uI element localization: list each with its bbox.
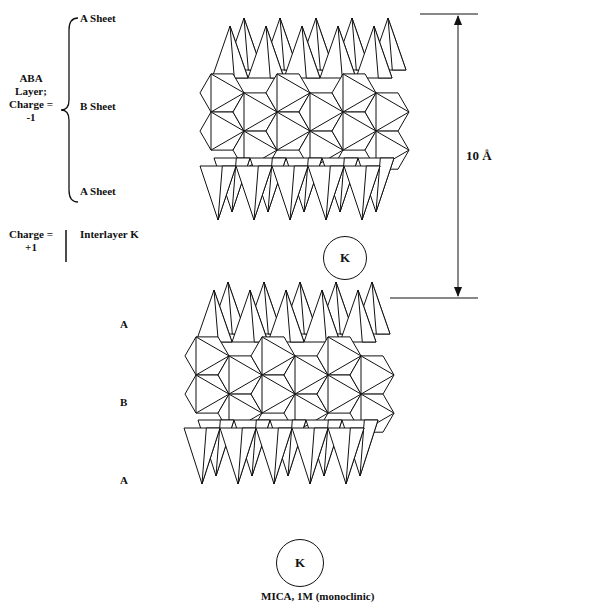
- potassium-ion: K: [323, 236, 367, 280]
- tetrahedron-face: [290, 166, 308, 220]
- tetrahedron-face: [238, 428, 256, 484]
- tetrahedron: [236, 166, 272, 220]
- tetrahedron: [184, 428, 220, 484]
- structure-label: ABA Layer; Charge = -1: [8, 72, 54, 124]
- tetrahedron: [196, 290, 232, 342]
- octahedron-face: [361, 356, 394, 394]
- tetrahedron: [344, 166, 380, 220]
- tetrahedron-face: [372, 282, 390, 334]
- octahedron-face: [376, 93, 409, 131]
- structure-label: Charge = +1: [8, 228, 54, 254]
- arrowhead: [454, 15, 462, 25]
- tetrahedron-face: [286, 290, 304, 342]
- dimension-line: [458, 16, 459, 296]
- tetrahedron-face: [266, 26, 284, 78]
- caption: MICA, 1M (monoclinic): [261, 590, 374, 603]
- tetrahedron-face: [326, 166, 344, 220]
- tetrahedron-face: [358, 290, 376, 342]
- tetrahedron: [248, 26, 284, 78]
- octahedron: [350, 356, 394, 394]
- tetrahedron: [220, 428, 256, 484]
- ion-symbol: K: [295, 555, 305, 571]
- tetrahedron: [328, 428, 364, 484]
- tetrahedron: [212, 26, 248, 78]
- dimension-extension: [420, 14, 478, 15]
- bracket: [65, 230, 67, 262]
- ion-symbol: K: [340, 250, 350, 266]
- tetrahedron: [308, 166, 344, 220]
- tetrahedron-face: [230, 26, 248, 78]
- tetrahedron-face: [310, 428, 328, 484]
- arrowhead: [454, 287, 462, 297]
- tetrahedron: [320, 26, 356, 78]
- tetrahedron-face: [374, 26, 392, 78]
- tetrahedron-face: [362, 166, 380, 220]
- tetrahedron: [340, 290, 376, 342]
- tetrahedron-face: [302, 26, 320, 78]
- potassium-ion: K: [276, 539, 324, 587]
- structure-label: A: [120, 474, 128, 487]
- structure-label: 10 Å: [466, 148, 492, 163]
- tetrahedron: [284, 26, 320, 78]
- tetrahedron-face: [388, 18, 406, 70]
- brace: [61, 18, 78, 202]
- structure-label: B Sheet: [80, 100, 116, 113]
- tetrahedron-face: [274, 428, 292, 484]
- polyhedra: [184, 18, 409, 484]
- tetrahedron: [200, 166, 236, 220]
- tetrahedron-face: [250, 290, 268, 342]
- tetrahedron-face: [322, 290, 340, 342]
- tetrahedron: [304, 290, 340, 342]
- tetrahedron: [292, 428, 328, 484]
- structure-label: A Sheet: [80, 185, 116, 198]
- structure-label: A Sheet: [80, 12, 116, 25]
- tetrahedron-face: [202, 428, 220, 484]
- tetrahedron: [356, 26, 392, 78]
- octahedron: [365, 93, 409, 131]
- tetrahedron: [268, 290, 304, 342]
- structure-label: A: [120, 318, 128, 331]
- structure-label: Interlayer K: [80, 228, 144, 241]
- tetrahedron-face: [214, 290, 232, 342]
- tetrahedron-face: [346, 428, 364, 484]
- tetrahedron: [256, 428, 292, 484]
- structure-label: B: [120, 396, 127, 409]
- dimension-extension: [390, 298, 478, 299]
- tetrahedron-face: [218, 166, 236, 220]
- tetrahedron-face: [254, 166, 272, 220]
- tetrahedron-face: [338, 26, 356, 78]
- tetrahedron: [232, 290, 268, 342]
- tetrahedron: [272, 166, 308, 220]
